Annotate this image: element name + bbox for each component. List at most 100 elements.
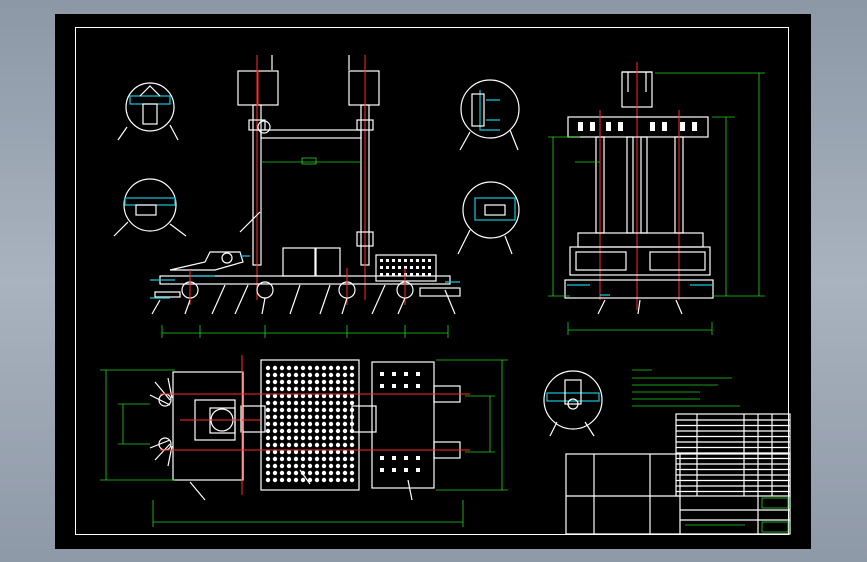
mesh-hole — [265, 414, 271, 420]
mesh-hole — [307, 372, 313, 378]
mesh-hole — [321, 421, 327, 427]
mesh-hole — [265, 442, 271, 448]
front-middle-box-a — [282, 247, 316, 277]
mesh-hole — [328, 470, 334, 476]
mesh-hole — [265, 428, 271, 434]
mesh-hole — [328, 421, 334, 427]
front-mesh-box — [375, 254, 437, 282]
mesh-hole — [265, 421, 271, 427]
mesh-hole — [314, 421, 320, 427]
mesh-hole — [293, 365, 299, 371]
mesh-hole — [307, 470, 313, 476]
mesh-hole — [335, 456, 341, 462]
mesh-hole — [265, 435, 271, 441]
mesh-hole — [286, 456, 292, 462]
mesh-hole — [321, 477, 327, 483]
mesh-hole — [265, 463, 271, 469]
mesh-hole — [321, 428, 327, 434]
mesh-hole — [286, 407, 292, 413]
mesh-hole — [272, 456, 278, 462]
mesh-hole — [321, 442, 327, 448]
mesh-hole — [342, 386, 348, 392]
mesh-hole — [279, 421, 285, 427]
mesh-hole — [300, 463, 306, 469]
mesh-hole — [272, 379, 278, 385]
mesh-hole — [328, 428, 334, 434]
mesh-hole — [265, 365, 271, 371]
mesh-hole — [328, 407, 334, 413]
mesh-hole — [300, 379, 306, 385]
front-right-top-box — [348, 70, 380, 106]
mesh-hole — [272, 428, 278, 434]
mesh-hole — [335, 442, 341, 448]
mesh-hole — [321, 400, 327, 406]
mesh-hole — [335, 463, 341, 469]
mesh-hole — [328, 442, 334, 448]
mesh-hole — [349, 470, 355, 476]
mesh-hole — [328, 379, 334, 385]
mesh-hole — [265, 386, 271, 392]
mesh-hole — [286, 442, 292, 448]
mesh-hole — [321, 365, 327, 371]
mesh-hole — [342, 470, 348, 476]
mesh-hole — [342, 421, 348, 427]
mesh-hole — [300, 393, 306, 399]
mesh-hole — [328, 365, 334, 371]
mesh-hole — [349, 393, 355, 399]
mesh-hole — [307, 456, 313, 462]
mesh-hole — [335, 449, 341, 455]
mesh-hole — [293, 421, 299, 427]
mesh-hole — [265, 407, 271, 413]
side-top-beam — [567, 116, 709, 138]
mesh-hole — [321, 414, 327, 420]
mesh-hole — [342, 393, 348, 399]
mesh-hole — [265, 393, 271, 399]
mesh-hole — [328, 372, 334, 378]
mesh-hole — [342, 442, 348, 448]
mesh-hole — [307, 477, 313, 483]
front-base-rail — [159, 275, 451, 285]
mesh-hole — [342, 379, 348, 385]
technical-notes — [632, 369, 740, 407]
mesh-hole — [300, 456, 306, 462]
mesh-hole — [300, 414, 306, 420]
mesh-hole — [265, 379, 271, 385]
mesh-hole — [293, 449, 299, 455]
mesh-hole — [300, 386, 306, 392]
mesh-hole — [286, 386, 292, 392]
mesh-hole — [279, 379, 285, 385]
mesh-hole — [272, 463, 278, 469]
mesh-hole — [342, 435, 348, 441]
mesh-hole — [300, 365, 306, 371]
mesh-hole — [335, 477, 341, 483]
mesh-hole — [279, 456, 285, 462]
mesh-hole — [335, 365, 341, 371]
mesh-hole — [307, 414, 313, 420]
mesh-hole — [314, 477, 320, 483]
mesh-hole — [279, 393, 285, 399]
mesh-hole — [335, 421, 341, 427]
mesh-hole — [293, 442, 299, 448]
mesh-hole — [349, 386, 355, 392]
plan-central-mesh — [260, 359, 360, 491]
mesh-hole — [314, 386, 320, 392]
mesh-hole — [286, 379, 292, 385]
mesh-hole — [293, 393, 299, 399]
mesh-hole — [335, 400, 341, 406]
mesh-hole — [314, 428, 320, 434]
mesh-hole — [321, 372, 327, 378]
mesh-hole — [314, 470, 320, 476]
mesh-hole — [328, 456, 334, 462]
mesh-hole — [286, 421, 292, 427]
mesh-hole — [293, 463, 299, 469]
mesh-hole — [342, 365, 348, 371]
mesh-hole — [342, 428, 348, 434]
mesh-hole — [314, 400, 320, 406]
mesh-hole — [265, 477, 271, 483]
mesh-hole — [321, 456, 327, 462]
mesh-hole — [300, 372, 306, 378]
mesh-hole — [272, 442, 278, 448]
mesh-hole — [286, 470, 292, 476]
mesh-hole — [279, 407, 285, 413]
